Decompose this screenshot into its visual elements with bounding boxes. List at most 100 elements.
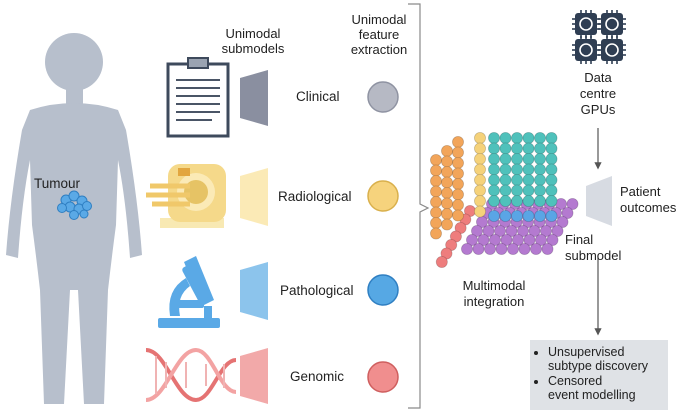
cube-pathological-unit [487, 194, 500, 207]
cube-genomic-unit [465, 233, 478, 246]
cube-pathological-unit [534, 152, 547, 165]
cube-genomic-unit [472, 242, 485, 255]
chip-icon [598, 36, 626, 64]
cube-clinical-unit [451, 167, 464, 180]
feature-header-line3: extraction [350, 42, 408, 57]
clinical-submodel [240, 70, 268, 126]
submodels-header-line1: Unimodal [225, 26, 281, 41]
clinical-feature-sphere [367, 81, 399, 113]
cube-radiological-unit [473, 194, 486, 207]
cube-genomic-unit [512, 233, 525, 246]
cube-pathological-unit [510, 152, 523, 165]
cube-clinical-unit [451, 177, 464, 190]
cube-pathological-base-unit [499, 209, 512, 222]
cube-pathological-unit [510, 184, 523, 197]
feature-header: Unimodal feature extraction [334, 12, 424, 57]
microscope-icon [158, 256, 220, 328]
gpu-label-line2: centre [579, 86, 617, 101]
cube-pathological-unit [522, 194, 535, 207]
cube-pathological-unit [499, 131, 512, 144]
dna-helix-icon [145, 347, 237, 403]
cube-genomic-edge-unit [435, 255, 448, 268]
pathological-feature-sphere [367, 274, 399, 306]
final-submodel [586, 176, 612, 226]
cube-pathological-unit [487, 173, 500, 186]
cube-radiological-unit [473, 152, 486, 165]
cube-clinical-unit [440, 165, 453, 178]
cube-radiological-unit [473, 184, 486, 197]
cube-clinical-unit [451, 209, 464, 222]
cube-clinical-unit [429, 195, 442, 208]
cube-clinical-unit [440, 207, 453, 220]
final-submodel-label: Final submodel [565, 232, 621, 264]
clinical-label: Clinical [296, 89, 340, 104]
cube-genomic-unit [518, 242, 531, 255]
mri-scanner-icon [146, 164, 226, 228]
human-body-figure [6, 33, 142, 404]
cube-pathological-unit [499, 173, 512, 186]
pathological-label: Pathological [280, 283, 354, 298]
cube-clinical-unit [440, 186, 453, 199]
cube-pathological-unit [545, 152, 558, 165]
cube-pathological-unit [510, 163, 523, 176]
genomic-submodel [240, 348, 268, 404]
cube-clinical-unit [429, 206, 442, 219]
task-unsupervised-line2: subtype discovery [548, 359, 649, 373]
cube-clinical-unit [429, 216, 442, 229]
cube-pathological-unit [499, 163, 512, 176]
cube-genomic-unit [551, 224, 564, 237]
cube-genomic-unit [517, 224, 530, 237]
cube-genomic-unit [477, 233, 490, 246]
cube-pathological-unit [534, 173, 547, 186]
cube-pathological-unit [545, 163, 558, 176]
radiological-label: Radiological [278, 189, 352, 204]
cube-genomic-unit [556, 215, 569, 228]
cube-pathological-unit [545, 194, 558, 207]
cube-pathological-unit [499, 194, 512, 207]
cube-pathological-unit [522, 152, 535, 165]
clipboard-icon [166, 57, 230, 138]
tumour-cluster [57, 190, 92, 220]
cube-pathological-unit [534, 163, 547, 176]
cube-clinical-unit [440, 144, 453, 157]
chip-icon [598, 10, 626, 38]
cube-clinical-unit [451, 146, 464, 159]
cube-genomic-unit [540, 224, 553, 237]
cube-pathological-unit [522, 173, 535, 186]
task-unsupervised: Unsupervised subtype discovery [548, 345, 668, 373]
cube-clinical-unit [440, 197, 453, 210]
cube-pathological-base-unit [545, 209, 558, 222]
cube-clinical-unit [451, 188, 464, 201]
cube-pathological-unit [545, 142, 558, 155]
cube-clinical-unit [429, 153, 442, 166]
task-unsupervised-line1: Unsupervised [548, 345, 625, 359]
integration-line1: Multimodal [462, 278, 526, 293]
cube-pathological-unit [487, 142, 500, 155]
multimodal-integration-cube [429, 131, 579, 268]
cube-genomic-unit [566, 197, 579, 210]
cube-pathological-unit [522, 142, 535, 155]
cube-genomic-unit [500, 233, 513, 246]
cube-radiological-unit [473, 205, 486, 218]
cube-clinical-unit [429, 174, 442, 187]
feature-header-line1: Unimodal [351, 12, 407, 27]
cube-pathological-unit [522, 184, 535, 197]
cube-pathological-unit [510, 173, 523, 186]
cube-pathological-base-unit [522, 209, 535, 222]
cube-pathological-unit [534, 131, 547, 144]
cube-pathological-unit [534, 194, 547, 207]
cube-pathological-unit [522, 131, 535, 144]
cube-pathological-unit [510, 131, 523, 144]
integration-line2: integration [463, 294, 525, 309]
genomic-label: Genomic [290, 369, 345, 384]
cube-pathological-base-unit [487, 209, 500, 222]
task-censored-line1: Censored [548, 374, 603, 388]
cube-clinical-unit [451, 198, 464, 211]
final-line2: submodel [565, 248, 622, 263]
submodels-header-line2: submodels [221, 41, 285, 56]
feature-header-line2: feature [358, 27, 400, 42]
cube-clinical-unit [451, 156, 464, 169]
tumour-label: Tumour [34, 176, 81, 191]
cube-pathological-unit [499, 152, 512, 165]
